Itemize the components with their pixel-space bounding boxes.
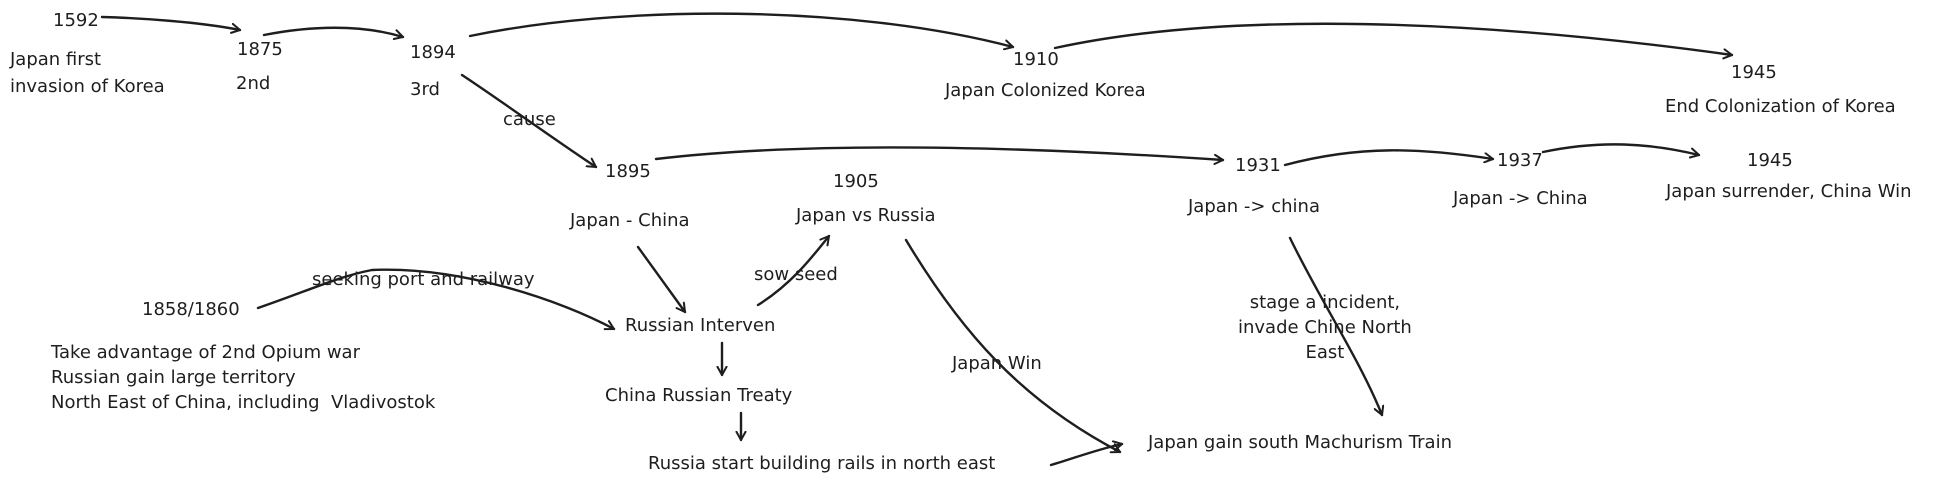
arrow-1875-to-1894 bbox=[262, 26, 405, 37]
label-japan-surrender: Japan surrender, China Win bbox=[1666, 181, 1912, 202]
arrow-1910-to-1945 bbox=[1053, 22, 1734, 55]
label-japan-to-china-1937: Japan -> China bbox=[1453, 188, 1588, 209]
year-1931: 1931 bbox=[1235, 155, 1281, 176]
label-stage-incident: stage a incident, invade Chine North Eas… bbox=[1238, 292, 1412, 363]
label-end-colonization: End Colonization of Korea bbox=[1665, 96, 1896, 117]
label-cause: cause bbox=[503, 109, 556, 130]
label-japan-gain-machurism: Japan gain south Machurism Train bbox=[1148, 432, 1452, 453]
label-japan-colonized-korea: Japan Colonized Korea bbox=[945, 80, 1146, 101]
label-seeking-port-railway: seeking port and railway bbox=[312, 269, 535, 290]
label-japan-china-1895: Japan - China bbox=[570, 210, 690, 231]
year-1592: 1592 bbox=[53, 10, 99, 31]
year-1910: 1910 bbox=[1013, 49, 1059, 70]
arrow-1937-to-1945 bbox=[1541, 143, 1701, 155]
arrow-interven-to-japanvsrussia bbox=[756, 234, 831, 307]
year-1945-mid: 1945 bbox=[1747, 150, 1793, 171]
label-japan-first-invasion: Japan first invasion of Korea bbox=[10, 49, 165, 97]
label-china-russian-treaty: China Russian Treaty bbox=[605, 385, 793, 406]
year-1894: 1894 bbox=[410, 42, 456, 63]
year-1905: 1905 bbox=[833, 171, 879, 192]
year-1858-1860: 1858/1860 bbox=[142, 299, 240, 320]
label-sow-seed: sow seed bbox=[754, 264, 838, 285]
arrow-japanchina-to-interven bbox=[636, 245, 687, 314]
label-japan-to-china-1931: Japan -> china bbox=[1188, 196, 1320, 217]
year-1937: 1937 bbox=[1497, 150, 1543, 171]
label-russia-rails: Russia start building rails in north eas… bbox=[648, 453, 996, 474]
year-1895: 1895 bbox=[605, 161, 651, 182]
arrow-1931-to-1937 bbox=[1283, 149, 1495, 167]
label-japan-win: Japan Win bbox=[952, 353, 1042, 374]
arrow-1858-to-interven bbox=[256, 268, 616, 331]
arrow-1894-to-1910 bbox=[468, 12, 1015, 47]
year-1945-top: 1945 bbox=[1731, 62, 1777, 83]
year-1875: 1875 bbox=[237, 39, 283, 60]
arrow-japanvsrussia-to-machurism bbox=[904, 238, 1122, 452]
arrow-1895-to-1931 bbox=[654, 146, 1225, 160]
arrow-1931-to-machurism bbox=[1288, 236, 1382, 417]
arrow-rails-to-machurism bbox=[1049, 444, 1124, 467]
label-russian-interven: Russian Interven bbox=[625, 315, 776, 336]
arrow-1592-to-1875 bbox=[100, 15, 242, 30]
label-japan-vs-russia: Japan vs Russia bbox=[796, 205, 936, 226]
arrow-1894-to-1895-cause bbox=[460, 73, 598, 169]
label-opium-war-notes: Take advantage of 2nd Opium war Russian … bbox=[51, 342, 436, 413]
label-3rd: 3rd bbox=[410, 79, 440, 100]
label-2nd: 2nd bbox=[236, 73, 271, 94]
